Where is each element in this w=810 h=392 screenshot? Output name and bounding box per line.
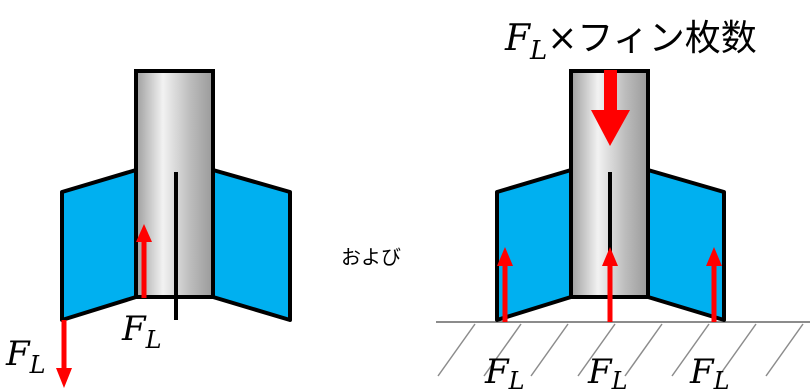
lift-arrow-right xyxy=(706,247,722,322)
right-rocket: FL FL FL xyxy=(436,69,810,392)
top-title: FL×フィン枚数 xyxy=(504,18,757,66)
left-lift-arrow-down xyxy=(56,320,72,388)
left-fin-left xyxy=(60,168,138,322)
lift-arrow-center xyxy=(602,247,618,322)
fl-label-center: FL xyxy=(587,352,628,392)
fl-label-right: FL xyxy=(689,352,730,392)
and-label: および xyxy=(341,245,401,269)
fl-label-left: FL xyxy=(484,352,525,392)
left-fl-label-tip: FL xyxy=(5,334,46,379)
left-fin-right xyxy=(211,168,292,322)
lift-arrow-left xyxy=(497,247,513,322)
right-fin-left xyxy=(495,168,573,322)
left-lift-arrow-up xyxy=(136,224,152,298)
total-force-arrow-down xyxy=(591,70,630,146)
left-rocket: FL FL xyxy=(5,69,292,388)
ground xyxy=(436,321,810,377)
left-fl-label-body: FL xyxy=(121,309,162,354)
